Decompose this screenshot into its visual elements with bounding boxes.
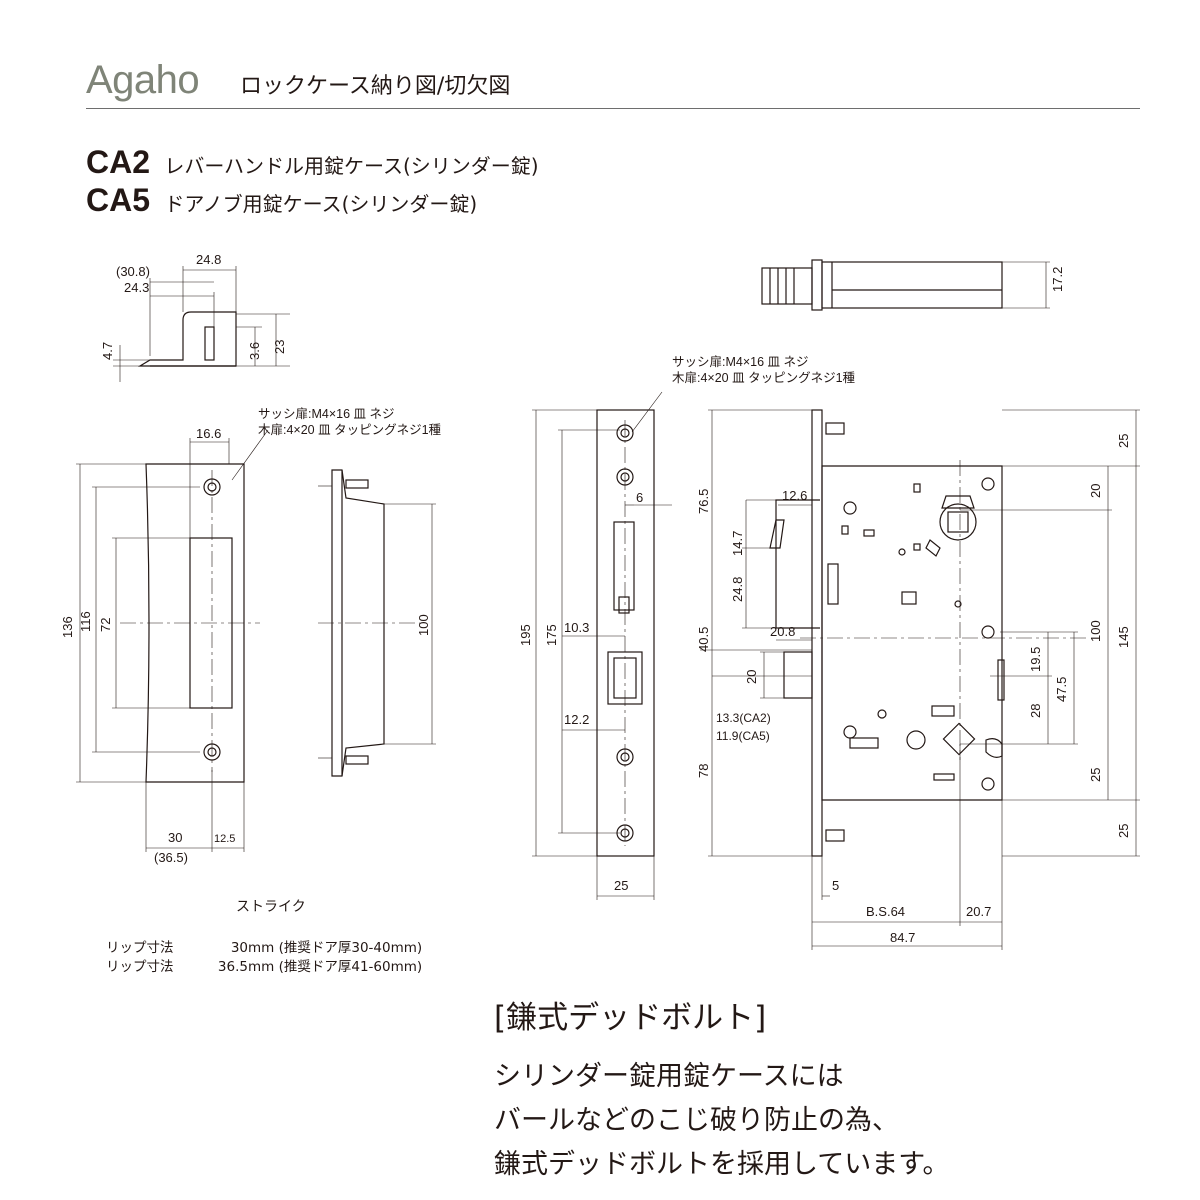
dim-label: 20 xyxy=(744,670,759,684)
dim-label: 14.7 xyxy=(730,531,745,556)
lip-row-1: リップ寸法 30mm (推奨ドア厚30-40mm) xyxy=(106,936,422,956)
strike-front-view xyxy=(76,429,269,852)
dim-label: 19.5 xyxy=(1028,647,1043,672)
dim-label: 195 xyxy=(518,624,533,646)
dim-label: 76.5 xyxy=(696,489,711,514)
dim-label: 100 xyxy=(416,614,431,636)
feature-line: バールなどのこじ破り防止の為、 xyxy=(494,1105,899,1136)
dim-label: 24.8 xyxy=(196,252,221,267)
dim-label: 5 xyxy=(832,878,839,893)
dim-label: 25 xyxy=(1116,434,1131,448)
lip-label: リップ寸法 xyxy=(106,959,174,975)
dim-label: 4.7 xyxy=(100,342,115,360)
model-row-ca5: CA5 ドアノブ用錠ケース(シリンダー錠) xyxy=(86,182,477,219)
strike-caption: ストライク xyxy=(236,899,306,915)
dim-label: 12.5 xyxy=(214,833,235,845)
dim-note: サッシ扉:M4×16 皿 ネジ xyxy=(672,355,809,369)
lip-note: (推奨ドア厚30-40mm) xyxy=(278,940,423,956)
dim-label: 12.2 xyxy=(564,712,589,727)
model-code: CA2 xyxy=(86,144,151,180)
dim-note: サッシ扉:M4×16 皿 ネジ xyxy=(258,407,395,421)
dim-label: 3.6 xyxy=(247,342,262,360)
dim-label: 20.8 xyxy=(770,624,795,639)
dim-label: 24.3 xyxy=(124,280,149,295)
model-description: レバーハンドル用錠ケース(シリンダー錠) xyxy=(164,154,539,178)
dim-label: 20.7 xyxy=(966,904,991,919)
dim-label: 100 xyxy=(1088,620,1103,642)
lip-value: 30mm xyxy=(230,940,275,956)
dim-label: 24.8 xyxy=(730,577,745,602)
lip-value: 36.5mm xyxy=(217,959,275,975)
dim-label: 20 xyxy=(1088,484,1103,498)
dim-label: 16.6 xyxy=(196,426,221,441)
dim-label: 10.3 xyxy=(564,620,589,635)
dim-label: 78 xyxy=(696,764,711,778)
header-divider xyxy=(86,108,1140,109)
dim-label: 84.7 xyxy=(890,930,915,945)
dim-label: (30.8) xyxy=(116,264,150,279)
dim-label: 136 xyxy=(60,616,75,638)
feature-title: [鎌式デッドボルト] xyxy=(494,1000,767,1036)
dimension-labels: 24.8 (30.8) 24.3 4.7 3.6 23 サッシ扉:M4×16 皿… xyxy=(60,252,1131,945)
dim-label: 47.5 xyxy=(1054,677,1069,702)
faceplate-view xyxy=(532,391,672,900)
dim-label: B.S.64 xyxy=(866,904,905,919)
strike-side-view xyxy=(318,469,436,777)
dim-label: 30 xyxy=(168,830,182,845)
dim-label: 17.2 xyxy=(1050,267,1065,292)
dim-note: 11.9(CA5) xyxy=(716,729,770,743)
model-row-ca2: CA2 レバーハンドル用錠ケース(シリンダー錠) xyxy=(86,144,539,181)
dim-label: 116 xyxy=(78,611,93,632)
dim-label: 40.5 xyxy=(696,627,711,652)
dim-label: 25 xyxy=(1116,824,1131,838)
lip-note: (推奨ドア厚41-60mm) xyxy=(278,959,423,975)
lock-case-view xyxy=(700,409,1140,950)
dim-label: 145 xyxy=(1116,626,1131,648)
dim-label: 25 xyxy=(1088,768,1103,782)
strike-top-view xyxy=(113,266,290,382)
dim-note: 木扉:4×20 皿 タッピングネジ1種 xyxy=(258,423,442,437)
dim-label: (36.5) xyxy=(154,850,188,865)
lip-label: リップ寸法 xyxy=(106,940,174,956)
model-code: CA5 xyxy=(86,182,151,218)
brand-logo: Agaho xyxy=(86,58,200,102)
dim-label: 23 xyxy=(272,340,287,354)
dim-label: 25 xyxy=(614,878,628,893)
feature-line: シリンダー錠用錠ケースには xyxy=(494,1061,844,1092)
dim-label: 175 xyxy=(544,624,559,646)
model-description: ドアノブ用錠ケース(シリンダー錠) xyxy=(164,192,478,216)
dim-label: 12.6 xyxy=(782,488,807,503)
feature-line: 鎌式デッドボルトを採用しています。 xyxy=(494,1149,950,1180)
dim-note: 木扉:4×20 皿 タッピングネジ1種 xyxy=(672,371,856,385)
dim-label: 72 xyxy=(98,618,113,632)
case-top-view xyxy=(761,259,1050,311)
dim-note: 13.3(CA2) xyxy=(716,711,771,725)
dim-label: 6 xyxy=(636,490,643,505)
lip-row-2: リップ寸法 36.5mm (推奨ドア厚41-60mm) xyxy=(106,955,422,975)
page-title: ロックケース納り図/切欠図 xyxy=(240,74,511,99)
dim-label: 28 xyxy=(1028,704,1043,718)
